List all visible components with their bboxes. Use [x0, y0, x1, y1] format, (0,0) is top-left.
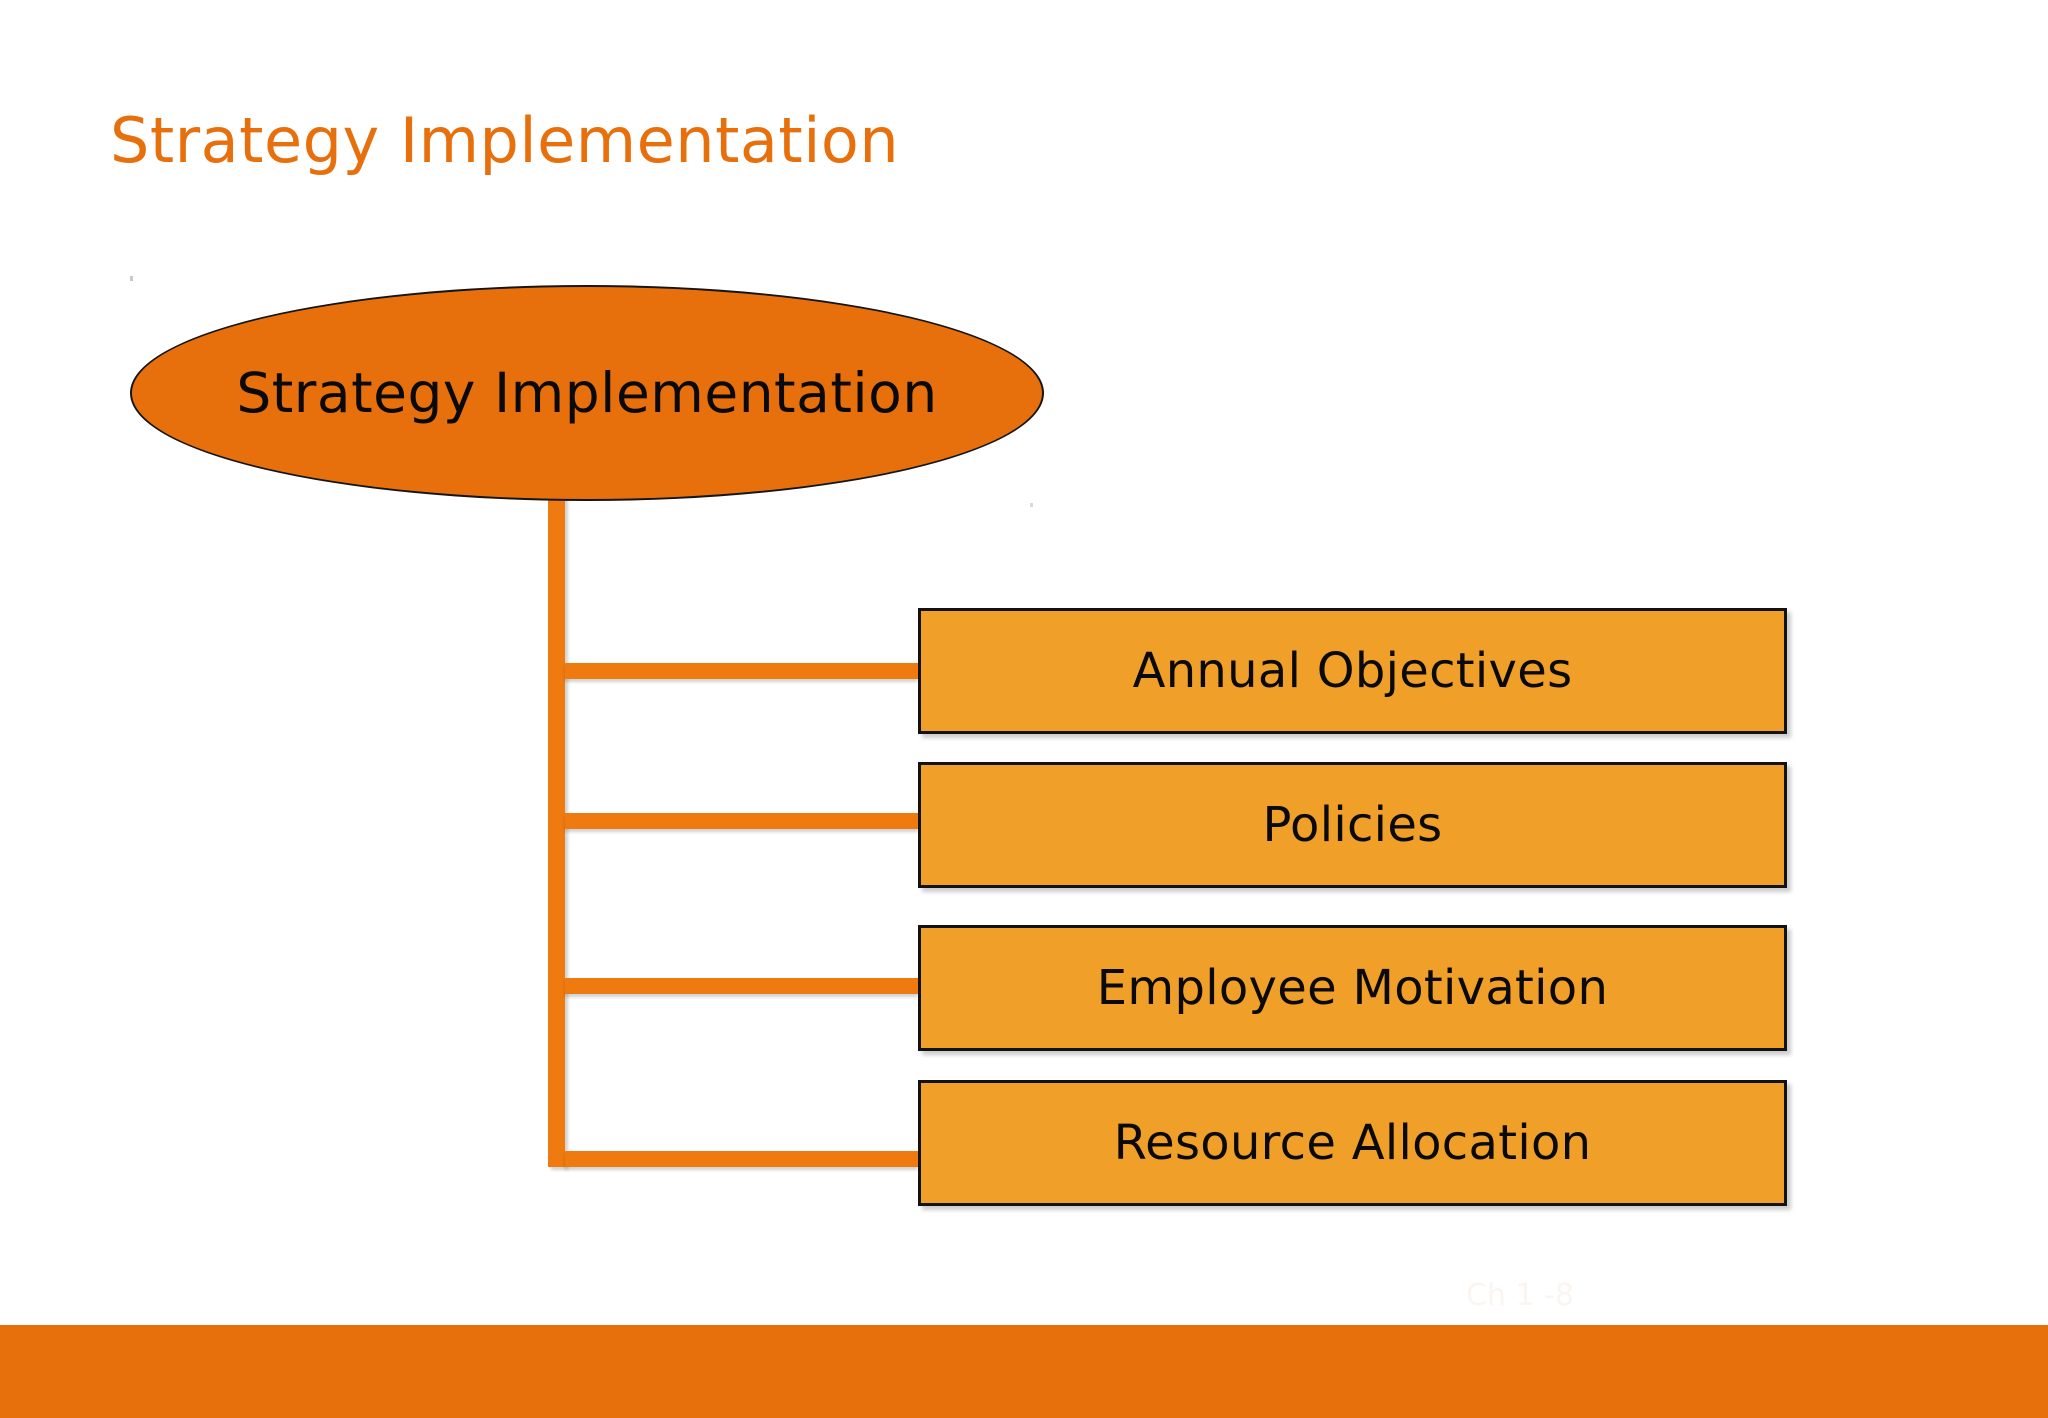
- connector-branch-employee-motivation: [565, 978, 918, 994]
- connector-trunk-vertical: [548, 495, 565, 1167]
- artifact-dot-right: [1030, 503, 1033, 507]
- artifact-dot-left: [130, 276, 133, 281]
- connector-branch-policies: [565, 813, 918, 829]
- node-resource-allocation-label: Resource Allocation: [1113, 1115, 1592, 1171]
- node-annual-objectives-label: Annual Objectives: [1132, 643, 1573, 699]
- page-title: Strategy Implementation: [110, 104, 900, 177]
- node-resource-allocation[interactable]: Resource Allocation: [918, 1080, 1787, 1206]
- node-policies-label: Policies: [1262, 797, 1443, 853]
- node-employee-motivation-label: Employee Motivation: [1096, 960, 1609, 1016]
- node-employee-motivation[interactable]: Employee Motivation: [918, 925, 1787, 1051]
- node-annual-objectives[interactable]: Annual Objectives: [918, 608, 1787, 734]
- node-policies[interactable]: Policies: [918, 762, 1787, 888]
- connector-branch-annual-objectives: [565, 663, 918, 679]
- footer-bar: Ch 1 -8 Copyright © 2009 Pearson Educati…: [0, 1325, 2048, 1418]
- node-root-strategy-implementation[interactable]: Strategy Implementation: [130, 285, 1044, 501]
- node-root-label: Strategy Implementation: [236, 361, 938, 425]
- page-number-watermark: Ch 1 -8: [1466, 1278, 1575, 1313]
- connector-branch-resource-allocation: [565, 1151, 918, 1167]
